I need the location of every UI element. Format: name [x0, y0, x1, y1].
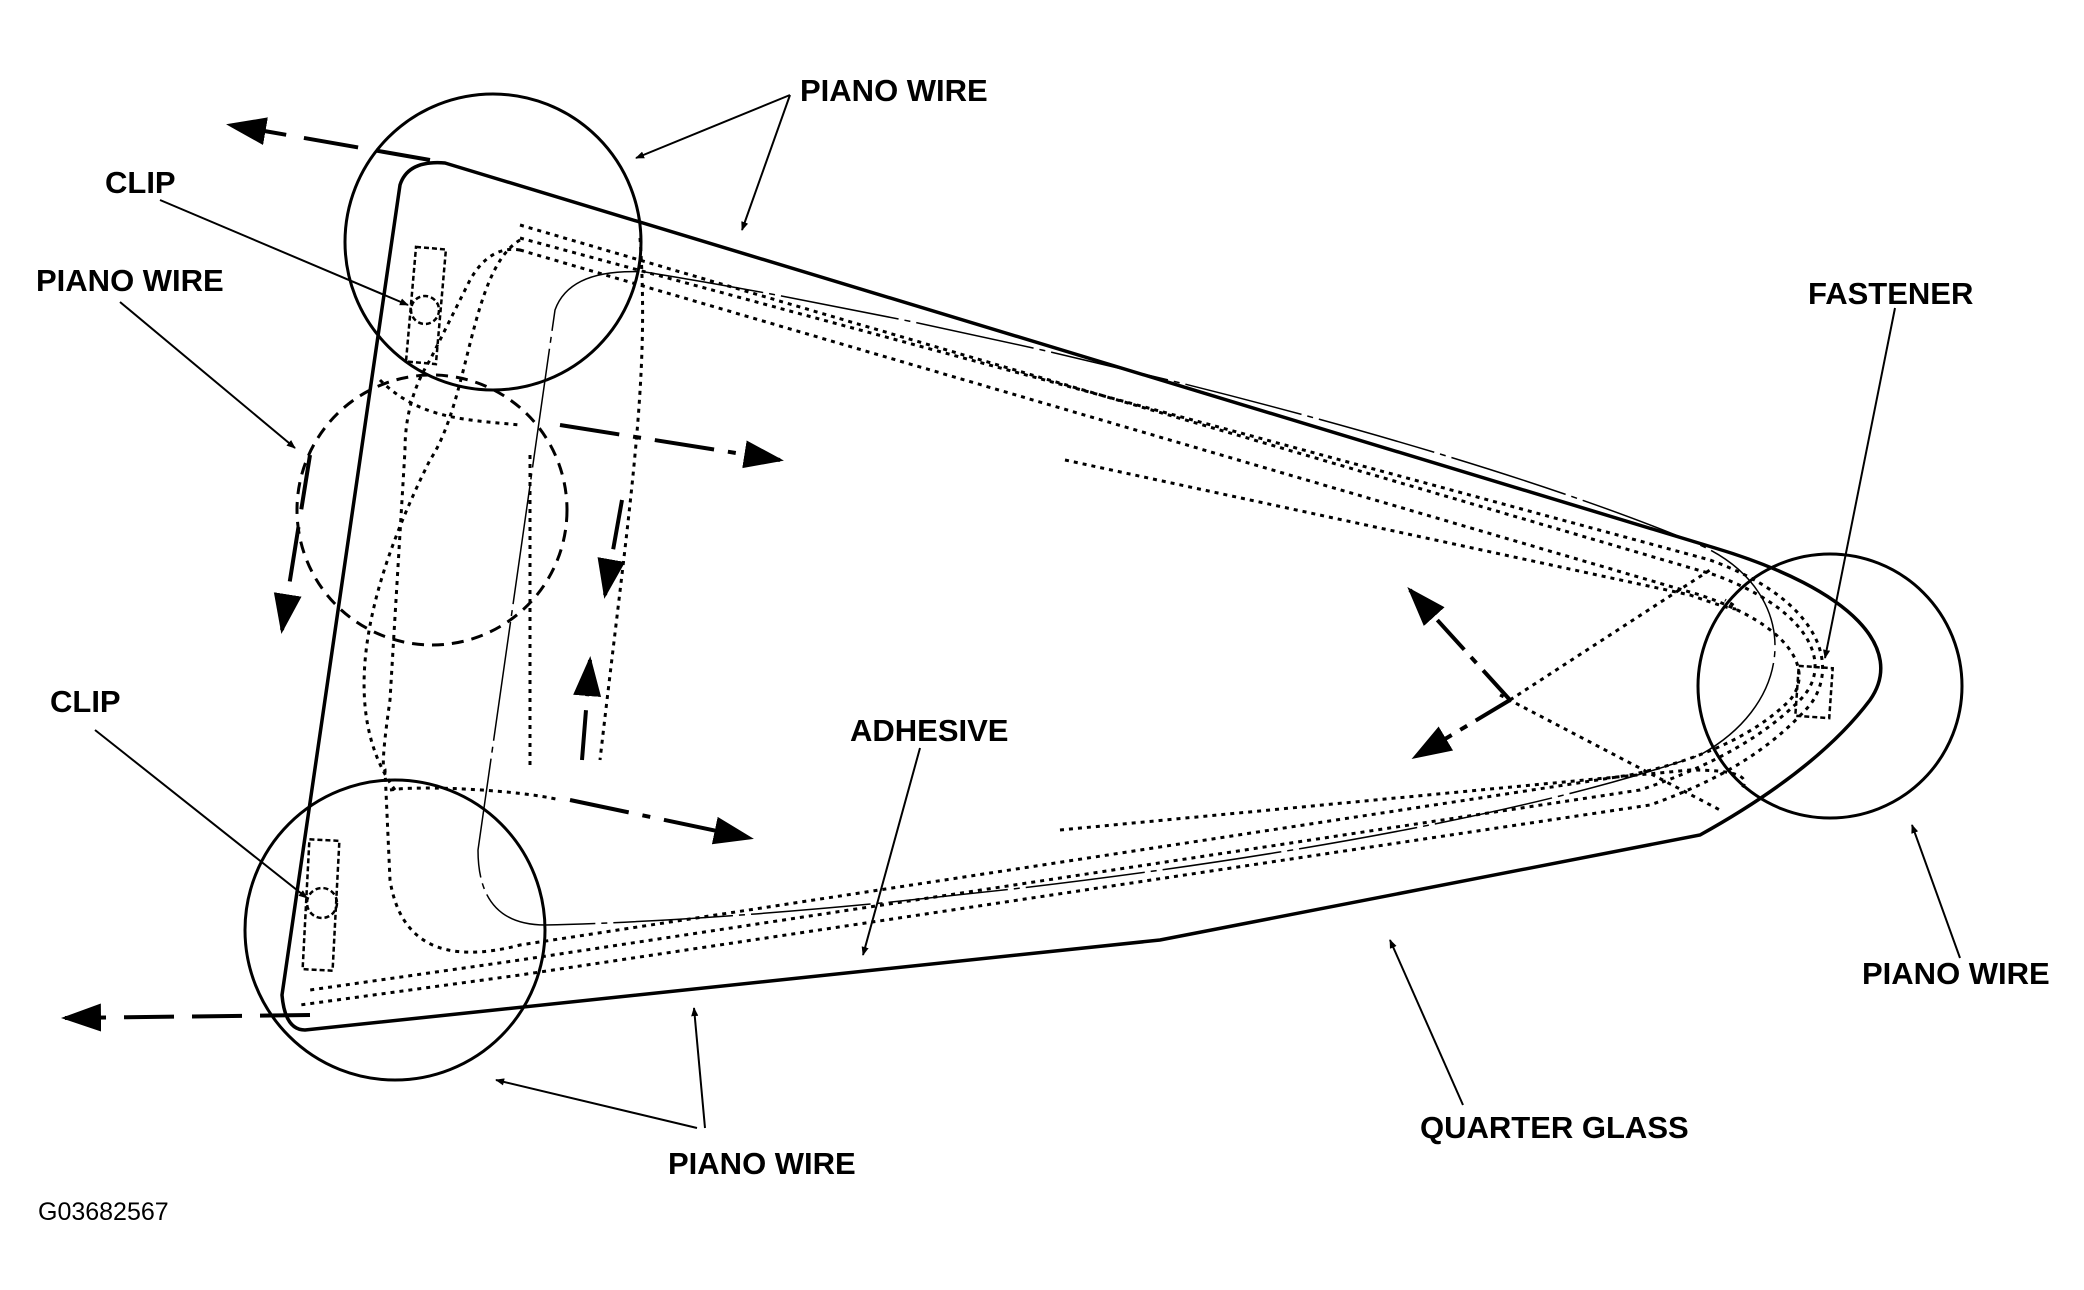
inner-edge-line [477, 270, 1776, 926]
quarter-glass-outline [280, 160, 1883, 1032]
wire-path-cross-b [1509, 568, 1711, 702]
leader-piano-wire-right [1911, 824, 1961, 959]
clip-bottom-pin [305, 886, 339, 920]
adhesive-bead-inner [381, 247, 1801, 954]
pull-arrow-top-left [226, 117, 431, 162]
pull-arrow-center-right-lower [569, 798, 754, 845]
adhesive-bead-outer [299, 236, 1824, 1007]
leader-adhesive [861, 747, 921, 956]
wire-path-center-lower [1059, 768, 1746, 832]
pull-arrow-bottom-left [61, 1003, 311, 1032]
leader-fastener [1823, 307, 1896, 659]
wire-circle-bottom [243, 778, 547, 1082]
clip-top-pin [409, 294, 441, 326]
leader-clip-bottom [94, 729, 308, 899]
pull-arrow-right-lower [1411, 698, 1512, 760]
label-fastener: FASTENER [1808, 276, 1974, 311]
label-adhesive: ADHESIVE [850, 713, 1009, 748]
wire-circle-right [1696, 552, 1964, 820]
wire-circle-left [295, 373, 569, 647]
wire-path-top-sweep [378, 378, 521, 427]
pull-arrow-left-down [273, 454, 312, 634]
wire-path-cross-a [1499, 693, 1721, 812]
label-piano-wire-right: PIANO WIRE [1862, 956, 2050, 991]
leader-piano-wire-bottom-2 [691, 1007, 706, 1129]
wire-path-bottom-sweep [389, 786, 561, 802]
label-quarter-glass: QUARTER GLASS [1420, 1110, 1689, 1145]
pull-arrow-right-upper [1407, 587, 1512, 702]
leader-piano-wire-left [119, 301, 296, 449]
fastener-box [1793, 664, 1835, 720]
pull-arrow-center-right-upper [559, 423, 784, 469]
adhesive-bead-middle [309, 223, 1817, 992]
leader-piano-wire-top-2 [741, 94, 791, 231]
wire-circle-top [343, 92, 643, 392]
pull-arrow-center-down [597, 499, 626, 599]
label-piano-wire-top: PIANO WIRE [800, 73, 988, 108]
wire-path-center-upper [1064, 458, 1739, 611]
leader-piano-wire-top-1 [635, 94, 791, 159]
figure-id: G03682567 [38, 1198, 169, 1226]
label-clip-top: CLIP [105, 165, 176, 200]
leader-piano-wire-bottom-1 [495, 1078, 698, 1129]
leader-clip-top [159, 199, 409, 306]
pull-arrow-center-up [573, 656, 602, 761]
label-piano-wire-bottom: PIANO WIRE [668, 1146, 856, 1181]
wire-path-top-loop [598, 237, 645, 761]
label-piano-wire-left: PIANO WIRE [36, 263, 224, 298]
label-clip-bottom: CLIP [50, 684, 121, 719]
leader-quarter-glass [1389, 939, 1464, 1106]
